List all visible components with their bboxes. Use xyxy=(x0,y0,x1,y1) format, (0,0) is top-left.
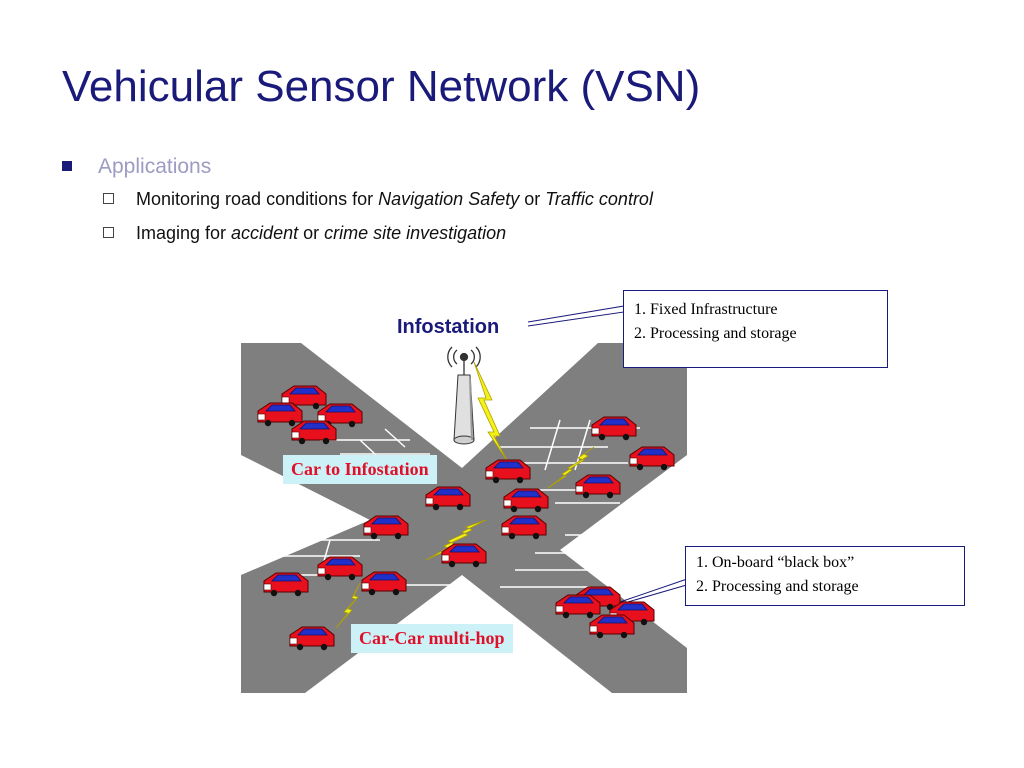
sub-bullet-imaging-prefix: Imaging for xyxy=(136,223,232,243)
infrastructure-callout-line-1: 1. Fixed Infrastructure xyxy=(634,301,778,318)
sub-bullet-imaging-em1: accident xyxy=(231,223,299,243)
sub-bullet-monitoring-prefix: Monitoring road conditions for xyxy=(136,189,379,209)
sub-bullet-imaging-mid: or xyxy=(298,223,325,243)
car-car-multihop-label: Car-Car multi-hop xyxy=(351,624,513,653)
bullet-applications-label: Applications xyxy=(98,155,212,178)
hollow-square-bullet-icon xyxy=(103,193,114,204)
black-box-callout: 1. On-board “black box” 2. Processing an… xyxy=(685,546,965,606)
antenna-signal-icon xyxy=(447,346,481,375)
hollow-square-bullet-icon xyxy=(103,227,114,238)
sub-bullet-imaging: Imaging for accident or crime site inves… xyxy=(103,223,506,244)
infostation-tower xyxy=(453,374,475,445)
infrastructure-callout-line-2: 2. Processing and storage xyxy=(634,325,797,342)
car-to-infostation-label: Car to Infostation xyxy=(283,455,437,484)
square-bullet-icon xyxy=(62,161,72,171)
sub-bullet-monitoring-em2: Traffic control xyxy=(545,189,653,209)
sub-bullet-monitoring: Monitoring road conditions for Navigatio… xyxy=(103,189,653,210)
black-box-callout-line-2: 2. Processing and storage xyxy=(696,578,859,595)
sub-bullet-imaging-em2: crime site investigation xyxy=(324,223,507,243)
infostation-label: Infostation xyxy=(397,316,500,338)
slide-title: Vehicular Sensor Network (VSN) xyxy=(62,62,701,111)
black-box-callout-line-1: 1. On-board “black box” xyxy=(696,554,855,571)
sub-bullet-monitoring-mid: or xyxy=(519,189,546,209)
bullet-applications: Applications xyxy=(62,155,211,179)
infrastructure-callout: 1. Fixed Infrastructure 2. Processing an… xyxy=(623,290,888,368)
sub-bullet-monitoring-em1: Navigation Safety xyxy=(378,189,520,209)
